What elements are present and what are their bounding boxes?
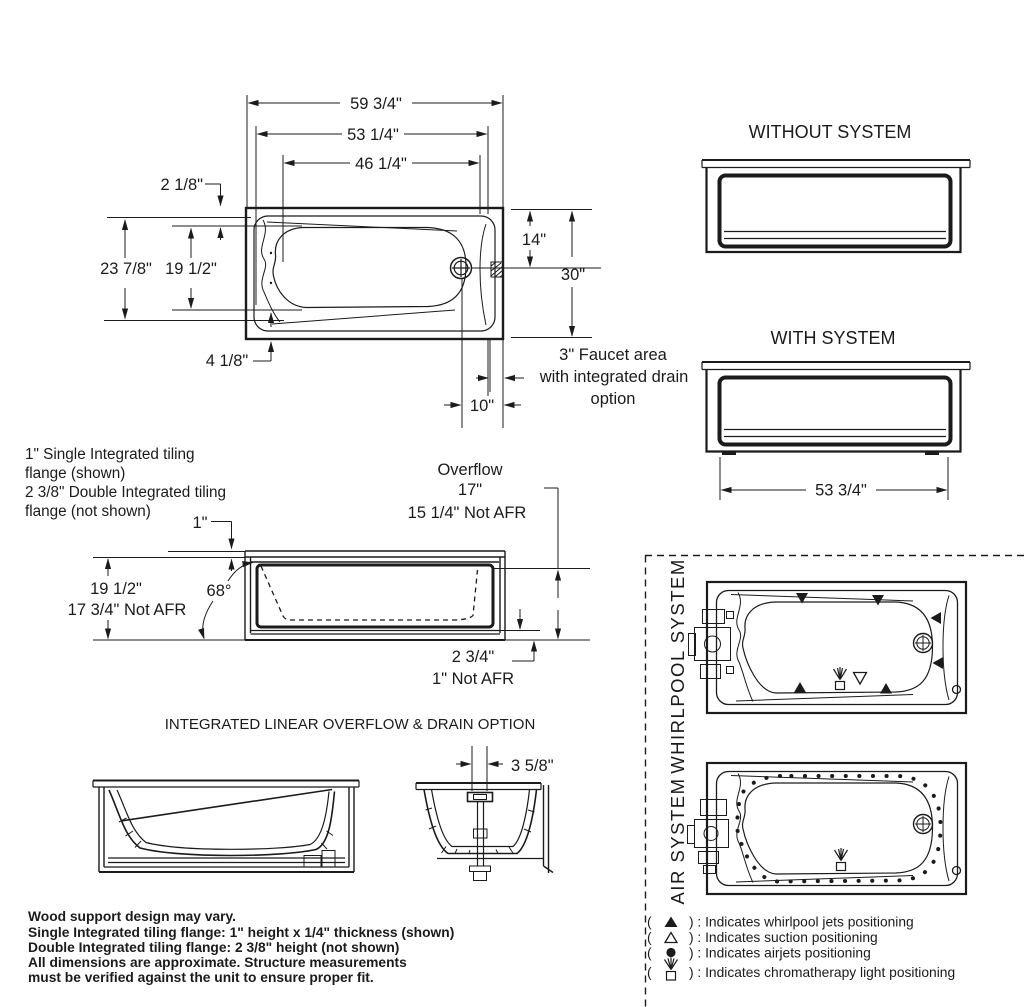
with-system-title: WITH SYSTEM xyxy=(771,328,896,348)
whirlpool-pump-icon xyxy=(688,609,734,679)
note-line2: Single Integrated tiling flange: 1" heig… xyxy=(28,925,454,940)
faucet-note-line3: option xyxy=(591,390,636,408)
overflow-hole-icon xyxy=(951,865,962,876)
air-tub-drawing xyxy=(687,761,968,896)
footnotes: Wood support design may vary. Single Int… xyxy=(28,909,454,985)
without-system-title: WITHOUT SYSTEM xyxy=(749,122,912,142)
legend-open-paren: ( xyxy=(647,965,652,980)
linear-drain-assembly-icon xyxy=(466,791,494,881)
dim-53-3-4-label: 53 3/4" xyxy=(815,482,867,500)
overflow-hole-icon xyxy=(951,684,962,695)
dim-4-1-8-label: 4 1/8" xyxy=(206,352,249,370)
drain-option-title: INTEGRATED LINEAR OVERFLOW & DRAIN OPTIO… xyxy=(165,716,536,733)
suction-icon xyxy=(852,671,868,686)
plan-view-drawing xyxy=(244,206,505,341)
note-line1: Wood support design may vary. xyxy=(28,909,236,924)
whirlpool-tub-drawing xyxy=(688,580,968,715)
legend-suction-text: ) : Indicates suction positioning xyxy=(689,930,878,945)
dim-15-1-4-label: 15 1/4" Not AFR xyxy=(408,504,527,522)
dim-3-5-8-label: 3 5/8" xyxy=(511,757,554,775)
whirlpool-jet-icons xyxy=(794,593,943,694)
plan-view-dimensions: 59 3/4" 53 1/4" 46 1/4" 2 1/8" 23 7/8" 1… xyxy=(100,95,688,428)
dim-14-label: 14" xyxy=(522,231,546,249)
angle-68-label: 68° xyxy=(207,582,232,600)
dim-30-label: 30" xyxy=(561,266,585,284)
flange-note-line1: 1" Single Integrated tiling xyxy=(25,446,195,463)
faucet-area-hatch xyxy=(490,261,504,278)
flange-note-line3: 2 3/8" Double Integrated tiling xyxy=(25,484,226,501)
systems-panel: WHIRLPOOL SYSTEM AIR SYSTEM xyxy=(644,554,1024,1007)
flange-note-line4: flange (not shown) xyxy=(25,503,151,520)
faucet-note-line2: with integrated drain xyxy=(539,368,689,386)
dim-1-not-afr-label: 1" Not AFR xyxy=(432,670,514,688)
chromatherapy-light-icon xyxy=(663,957,679,981)
side-section-drawing xyxy=(244,550,506,641)
front-view-without-system: WITHOUT SYSTEM xyxy=(701,122,971,254)
dim-46-1-4-label: 46 1/4" xyxy=(355,155,407,173)
flange-note: 1" Single Integrated tiling flange (show… xyxy=(25,446,226,520)
dim-2-3-4-label: 2 3/4" xyxy=(452,648,495,666)
airjets-dots xyxy=(734,774,943,884)
systems-legend: ( ) : Indicates whirlpool jets positioni… xyxy=(647,915,955,981)
legend-chromatherapy-text: ) : Indicates chromatherapy light positi… xyxy=(689,965,955,980)
note-line3: Double Integrated tiling flange: 2 3/8" … xyxy=(28,940,399,955)
legend-open-paren: ( xyxy=(647,930,652,945)
flange-note-line2: flange (shown) xyxy=(25,465,125,482)
front-view-with-system: WITH SYSTEM 53 3/4" xyxy=(701,328,971,500)
whirlpool-system-label: WHIRLPOOL SYSTEM xyxy=(667,558,688,774)
overflow-label: Overflow xyxy=(437,461,502,479)
dim-1-flange-label: 1" xyxy=(192,514,207,532)
side-section-dimensions: 1" 19 1/2" 17 3/4" Not AFR 68° Overflow … xyxy=(68,461,590,688)
dim-19-1-2-label: 19 1/2" xyxy=(165,260,217,278)
suction-icon xyxy=(663,931,679,944)
legend-airjets-text: ) : Indicates airjets positioning xyxy=(689,946,871,961)
dim-23-7-8-label: 23 7/8" xyxy=(100,260,152,278)
legend-whirlpool-text: ) : Indicates whirlpool jets positioning xyxy=(689,915,914,930)
drain-icon xyxy=(449,256,473,280)
note-line5: must be verified against the unit to ens… xyxy=(28,970,374,985)
airjet-icon xyxy=(666,947,676,958)
air-blower-icon xyxy=(687,799,729,874)
faucet-note-line1: 3" Faucet area xyxy=(559,346,667,364)
drain-icon xyxy=(912,813,934,835)
drain-side-section xyxy=(92,779,360,873)
dim-59-3-4-label: 59 3/4" xyxy=(350,95,402,113)
chromatherapy-light-icon xyxy=(832,667,848,691)
dim-53-1-4-label: 53 1/4" xyxy=(347,126,399,144)
dim-2-1-8-label: 2 1/8" xyxy=(160,176,203,194)
air-system-label: AIR SYSTEM xyxy=(667,777,688,904)
dim-17-3-4-label: 17 3/4" Not AFR xyxy=(68,601,187,619)
legend-open-paren: ( xyxy=(647,915,652,930)
chromatherapy-light-icon xyxy=(833,848,849,872)
note-line4: All dimensions are approximate. Structur… xyxy=(28,955,407,970)
dim-19-1-2-side-label: 19 1/2" xyxy=(90,580,142,598)
whirlpool-jet-icon xyxy=(664,916,678,927)
dim-17-label: 17" xyxy=(458,481,482,499)
drain-end-section: 3 5/8" xyxy=(415,746,554,881)
dim-10-label: 10" xyxy=(470,397,494,415)
legend-open-paren: ( xyxy=(647,946,652,961)
drain-icon xyxy=(912,632,934,654)
